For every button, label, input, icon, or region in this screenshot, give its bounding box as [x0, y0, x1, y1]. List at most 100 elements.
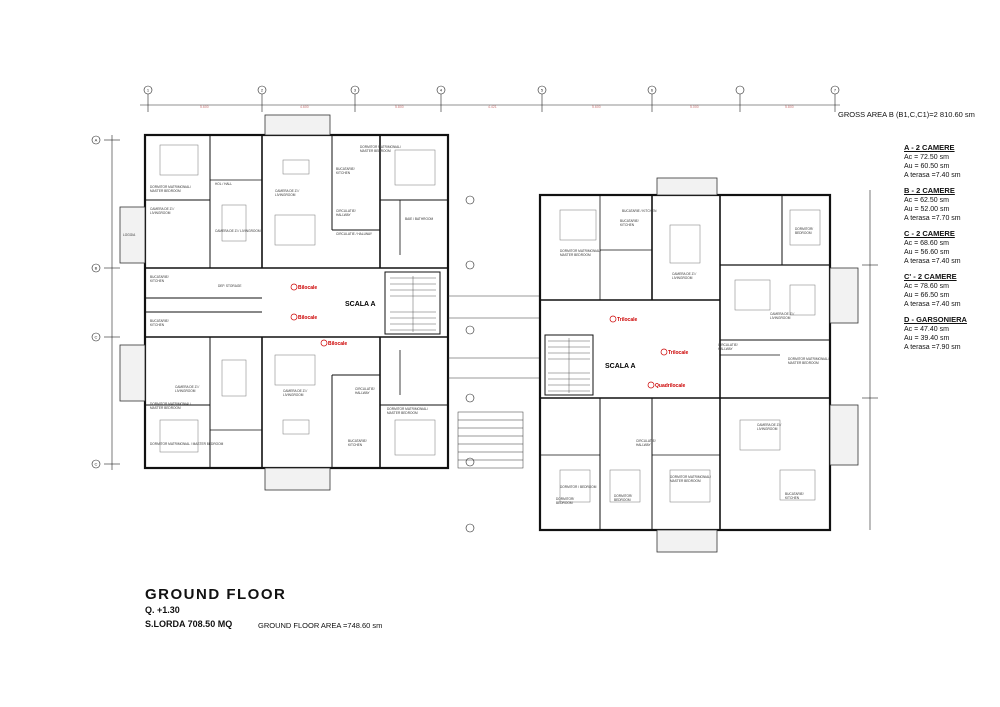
floor-gross-surface: S.LORDA 708.50 MQ [145, 619, 233, 629]
room-label-marks: DORMITOR MATRIMONIAL/MASTER BEDROOM BUCA… [150, 145, 829, 505]
gross-area-label: GROSS AREA B (B1,C,C1)=2 810.60 sm [838, 110, 975, 119]
svg-text:DORMITOR/: DORMITOR/ [795, 227, 813, 231]
legend-row: Au = 39.40 sm [904, 335, 950, 342]
svg-text:KITCHEN: KITCHEN [348, 443, 363, 447]
floor-title: GROUND FLOOR [145, 586, 287, 603]
svg-text:5.600: 5.600 [200, 105, 209, 109]
svg-text:MASTER BEDROOM: MASTER BEDROOM [788, 361, 819, 365]
svg-text:BEDROOM: BEDROOM [795, 231, 812, 235]
grid-axis-bubbles [91, 85, 840, 533]
svg-text:DORMITOR MATRIMONIAL/: DORMITOR MATRIMONIAL/ [150, 402, 191, 406]
legend-row: A terasa =7.40 sm [904, 172, 961, 179]
left-stair-treads [390, 276, 436, 332]
legend-title: D - GARSONIERA [904, 315, 967, 324]
svg-text:BUCATARIE/: BUCATARIE/ [336, 167, 355, 171]
legend-block-c-prime: C' - 2 CAMERE Ac = 78.60 sm Au = 66.50 s… [904, 272, 996, 309]
svg-text:LIVINGROOM: LIVINGROOM [275, 193, 296, 197]
apartment-type-markers [290, 283, 668, 389]
svg-text:CAMERA DE ZI /: CAMERA DE ZI / [770, 312, 794, 316]
legend-row: Au = 60.50 sm [904, 163, 950, 170]
svg-text:DORMITOR MATRIMONIAL/: DORMITOR MATRIMONIAL/ [387, 407, 428, 411]
svg-text:DORMITOR/: DORMITOR/ [614, 494, 632, 498]
svg-text:BUCATARIE/: BUCATARIE/ [150, 319, 169, 323]
legend-block-b: B - 2 CAMERE Ac = 62.50 sm Au = 52.00 sm… [904, 186, 996, 223]
svg-text:CAMERA DE ZI /: CAMERA DE ZI / [275, 189, 299, 193]
legend-block-d: D - GARSONIERA Ac = 47.40 sm Au = 39.40 … [904, 315, 996, 352]
left-loggias [119, 114, 331, 491]
svg-text:CIRCULATIE/: CIRCULATIE/ [636, 439, 656, 443]
right-stair-treads [548, 338, 590, 393]
svg-text:BUCATARIE/: BUCATARIE/ [620, 219, 639, 223]
svg-text:CAMERA DE ZI /: CAMERA DE ZI / [150, 207, 174, 211]
right-loggias [656, 177, 859, 553]
apt-label: Bilocale [298, 315, 317, 321]
svg-text:5.800: 5.800 [395, 105, 404, 109]
legend-row: Ac = 72.50 sm [904, 154, 949, 161]
svg-text:LIVINGROOM: LIVINGROOM [770, 316, 791, 320]
apt-label: Quadrilocale [655, 383, 686, 389]
svg-text:DORMITOR MATRIMONIAL/: DORMITOR MATRIMONIAL/ [360, 145, 401, 149]
svg-text:BUCATARIE/: BUCATARIE/ [150, 275, 169, 279]
legend-row: Au = 66.50 sm [904, 292, 950, 299]
apt-label: Bilocale [328, 341, 347, 347]
apt-label: Bilocale [298, 285, 317, 291]
svg-text:CAMERA DE ZI /: CAMERA DE ZI / [757, 423, 781, 427]
svg-text:MASTER BEDROOM: MASTER BEDROOM [670, 479, 701, 483]
floor-quota: Q. +1.30 [145, 605, 180, 615]
svg-text:5.800: 5.800 [785, 105, 794, 109]
legend-row: Ac = 62.50 sm [904, 197, 949, 204]
svg-text:MASTER BEDROOM: MASTER BEDROOM [360, 149, 391, 153]
svg-text:BEDROOM: BEDROOM [556, 501, 573, 505]
svg-text:LIVINGROOM: LIVINGROOM [757, 427, 778, 431]
svg-text:BEDROOM: BEDROOM [614, 498, 631, 502]
svg-text:HALLWAY: HALLWAY [718, 347, 734, 351]
svg-text:MASTER BEDROOM: MASTER BEDROOM [150, 406, 181, 410]
legend-row: Au = 56.60 sm [904, 249, 950, 256]
svg-text:MASTER BEDROOM: MASTER BEDROOM [150, 189, 181, 193]
right-dimension-line [862, 190, 878, 530]
svg-text:CAMERA DE ZI /: CAMERA DE ZI / [283, 389, 307, 393]
right-furniture [559, 209, 821, 503]
grid-dimension-line [140, 92, 840, 112]
legend-title: C - 2 CAMERE [904, 229, 955, 238]
left-dimension-line [104, 135, 120, 470]
svg-text:LIVINGROOM: LIVINGROOM [175, 389, 196, 393]
legend-row: Ac = 68.60 sm [904, 240, 949, 247]
svg-text:LIVINGROOM: LIVINGROOM [672, 276, 693, 280]
svg-text:BUCATARIE/: BUCATARIE/ [348, 439, 367, 443]
svg-text:DORMITOR/: DORMITOR/ [556, 497, 574, 501]
apt-label: Trilocale [617, 317, 638, 323]
legend-block-c: C - 2 CAMERE Ac = 68.60 sm Au = 56.60 sm… [904, 229, 996, 266]
right-stair-label: SCALA A [605, 363, 636, 370]
legend-row: A terasa =7.70 sm [904, 215, 961, 222]
svg-text:HALLWAY: HALLWAY [336, 213, 352, 217]
left-furniture [159, 144, 436, 456]
svg-text:KITCHEN: KITCHEN [150, 279, 165, 283]
left-stair-label: SCALA A [345, 301, 376, 308]
svg-text:CIRCULATIE/: CIRCULATIE/ [336, 209, 356, 213]
svg-text:5.600: 5.600 [592, 105, 601, 109]
legend-title: A - 2 CAMERE [904, 143, 955, 152]
svg-text:DORMITOR MATRIMONIAL/: DORMITOR MATRIMONIAL/ [150, 185, 191, 189]
svg-text:4.600: 4.600 [300, 105, 309, 109]
legend-block-a: A - 2 CAMERE Ac = 72.50 sm Au = 60.50 sm… [904, 143, 996, 180]
apt-label: Trilocale [668, 350, 689, 356]
svg-text:5.000: 5.000 [690, 105, 699, 109]
svg-text:LIVINGROOM: LIVINGROOM [150, 211, 171, 215]
svg-text:HALLWAY: HALLWAY [636, 443, 652, 447]
svg-text:KITCHEN: KITCHEN [785, 496, 800, 500]
svg-text:BUCATARIE/: BUCATARIE/ [785, 492, 804, 496]
svg-text:MASTER BEDROOM: MASTER BEDROOM [387, 411, 418, 415]
apartment-type-labels: Bilocale Bilocale Bilocale Trilocale Tri… [298, 285, 689, 389]
legend-row: Ac = 47.40 sm [904, 326, 949, 333]
svg-text:4.421: 4.421 [488, 105, 497, 109]
svg-text:CIRCULATIE/: CIRCULATIE/ [355, 387, 375, 391]
svg-text:DORMITOR MATRIMONIAL/: DORMITOR MATRIMONIAL/ [788, 357, 829, 361]
svg-text:LIVINGROOM: LIVINGROOM [283, 393, 304, 397]
svg-text:KITCHEN: KITCHEN [336, 171, 351, 175]
legend-title: C' - 2 CAMERE [904, 272, 957, 281]
svg-text:CAMERA DE ZI /: CAMERA DE ZI / [672, 272, 696, 276]
svg-text:DORMITOR MATRIMONIAL/: DORMITOR MATRIMONIAL/ [670, 475, 711, 479]
svg-text:KITCHEN: KITCHEN [620, 223, 635, 227]
